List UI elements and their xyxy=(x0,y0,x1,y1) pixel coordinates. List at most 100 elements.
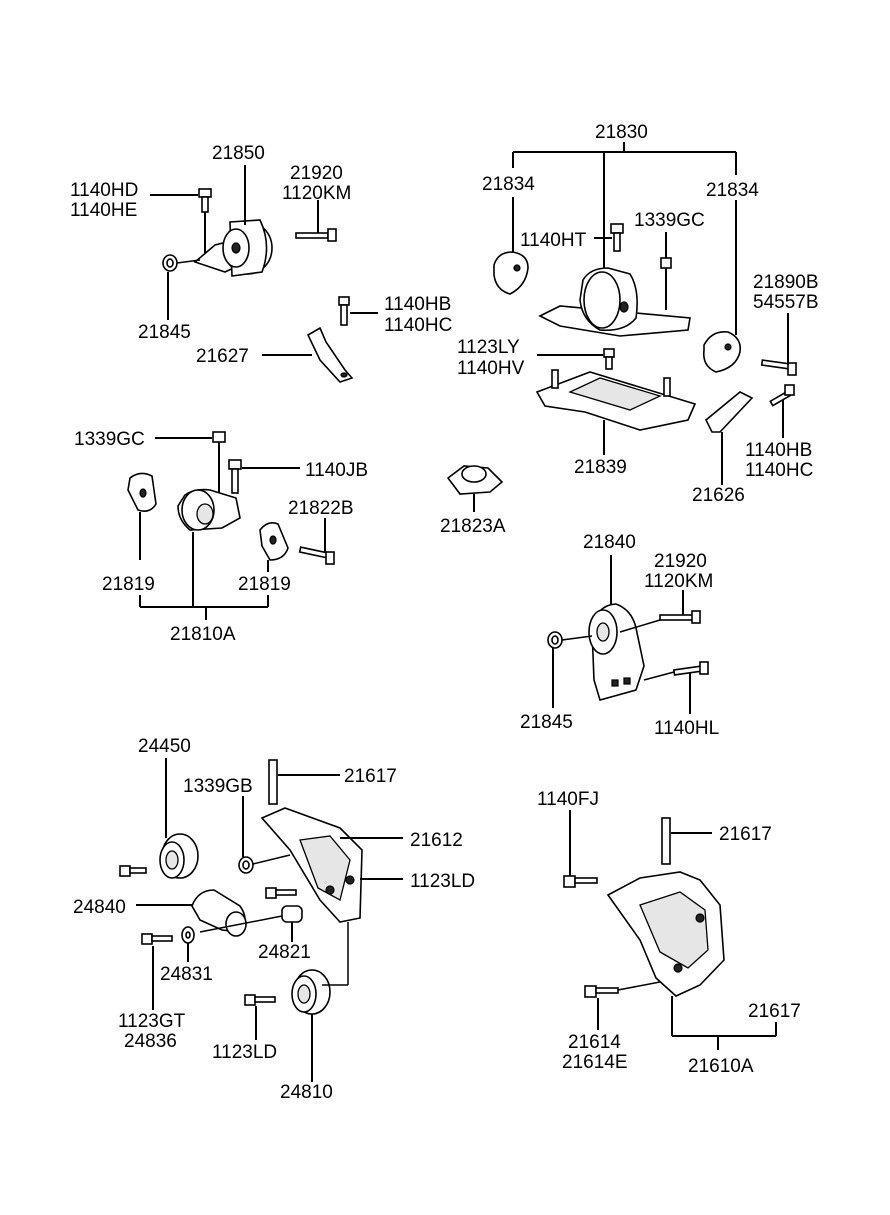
label-1123ld-a: 1123LD xyxy=(410,871,475,892)
label-1140hc-a: 1140HC xyxy=(384,315,452,336)
bolt-1140hl-icon xyxy=(672,661,709,676)
label-21627: 21627 xyxy=(196,346,249,367)
label-1140hd: 1140HD xyxy=(70,180,138,201)
label-1339gc-b: 1339GC xyxy=(74,429,145,450)
pad-21834-left-icon xyxy=(493,251,529,295)
label-21614: 21614 xyxy=(568,1032,621,1053)
label-1140hb-a: 1140HB xyxy=(384,294,451,315)
label-24840: 24840 xyxy=(73,897,126,918)
label-21810a: 21810A xyxy=(170,624,236,645)
label-21819-left: 21819 xyxy=(102,574,155,595)
label-21839: 21839 xyxy=(574,457,627,478)
label-21612: 21612 xyxy=(410,830,463,851)
tensioner-arm-24840-icon xyxy=(191,889,247,937)
tensioner-group xyxy=(119,758,403,1082)
label-1140fj: 1140FJ xyxy=(537,789,599,810)
label-21819-right: 21819 xyxy=(238,574,291,595)
label-21845-b: 21845 xyxy=(520,712,573,733)
label-1339gc-a: 1339GC xyxy=(634,210,705,231)
nut-21845-b-icon xyxy=(547,631,563,649)
label-1140hv: 1140HV xyxy=(457,358,525,379)
bolt-1140hd-icon xyxy=(198,188,212,213)
bolt-1140fj-icon xyxy=(563,875,598,888)
label-21614e: 21614E xyxy=(562,1052,628,1073)
label-1123ld-b: 1123LD xyxy=(212,1042,277,1063)
label-1140hl: 1140HL xyxy=(654,718,719,739)
stud-21617-a-icon xyxy=(268,759,278,805)
bracket-21612-icon xyxy=(260,807,363,923)
label-21890b: 21890B xyxy=(753,272,819,293)
bolt-21822b-icon xyxy=(298,546,335,565)
label-21840: 21840 xyxy=(583,532,636,553)
label-21626: 21626 xyxy=(692,485,745,506)
cap-21823a-group xyxy=(446,465,504,512)
engine-mount-21830-icon xyxy=(538,267,691,337)
bolt-small-icon xyxy=(119,865,147,877)
pulley-24810-icon xyxy=(291,969,331,1015)
label-21610a: 21610A xyxy=(688,1056,754,1077)
engine-mount-21850-icon xyxy=(193,219,273,277)
label-21845-a: 21845 xyxy=(138,322,191,343)
part-number-labels: 21850 1140HD 1140HE 21920 1120KM 21845 1… xyxy=(70,122,819,1103)
base-plate-21839-icon xyxy=(535,369,697,431)
label-24836: 24836 xyxy=(124,1031,177,1052)
label-24821: 24821 xyxy=(258,942,311,963)
engine-bracket-21610a-icon xyxy=(606,871,725,997)
label-24450: 24450 xyxy=(138,736,191,757)
bolt-1123ld-b-icon xyxy=(244,994,276,1006)
label-1120km-a: 1120KM xyxy=(282,183,351,204)
bracket-21627-icon xyxy=(306,326,354,383)
label-1120km-b: 1120KM xyxy=(644,571,713,592)
bolt-1123ld-a-icon xyxy=(265,887,297,899)
label-21823a: 21823A xyxy=(440,516,506,537)
label-1123ly: 1123LY xyxy=(457,337,520,358)
bracket-21610a-group xyxy=(563,810,777,1050)
label-1140jb: 1140JB xyxy=(305,460,368,481)
nut-21845-icon xyxy=(162,254,178,272)
nut-1339gc-b-icon xyxy=(212,431,226,443)
bolt-1140hb-b-icon xyxy=(769,384,795,407)
label-21920-a: 21920 xyxy=(290,163,343,184)
spacer-24821-icon xyxy=(281,905,303,923)
stud-21617-b-icon xyxy=(661,817,671,865)
label-24810: 24810 xyxy=(280,1082,333,1103)
label-1140ht: 1140HT xyxy=(520,230,587,251)
label-1339gb: 1339GB xyxy=(183,776,253,797)
label-21822b: 21822B xyxy=(288,498,354,519)
label-21830: 21830 xyxy=(595,122,648,143)
label-21617-a: 21617 xyxy=(344,766,397,787)
label-54557b: 54557B xyxy=(753,292,819,313)
label-1123gt: 1123GT xyxy=(118,1011,186,1032)
engine-mount-21810a-icon xyxy=(177,488,241,531)
bolt-21890b-icon xyxy=(760,359,797,376)
pad-21834-right-icon xyxy=(702,330,742,373)
label-1140he: 1140HE xyxy=(70,200,137,221)
label-21834-right: 21834 xyxy=(706,180,759,201)
pad-21819-right-icon xyxy=(259,522,289,561)
nut-1339gb-icon xyxy=(238,856,254,874)
label-21617-c: 21617 xyxy=(748,1001,801,1022)
label-21850: 21850 xyxy=(212,143,265,164)
bolt-1140ht-icon xyxy=(610,223,624,252)
label-1140hb-b: 1140HB xyxy=(745,440,812,461)
bolt-1123gt-icon xyxy=(141,933,173,945)
label-21834-left: 21834 xyxy=(482,174,535,195)
bolt-21920-b-icon xyxy=(659,610,701,624)
mount-21810a-group xyxy=(127,431,335,620)
bolt-1140jb-icon xyxy=(228,459,242,494)
bolt-1123ly-icon xyxy=(603,348,615,370)
bolt-1140hb-a-icon xyxy=(338,296,350,326)
engine-mount-21840-icon xyxy=(588,603,645,701)
label-21920-b: 21920 xyxy=(654,551,707,572)
label-24831: 24831 xyxy=(160,964,213,985)
pulley-24450-icon xyxy=(159,833,199,879)
mount-21850-group xyxy=(150,165,378,383)
bolt-21614-icon xyxy=(584,985,619,998)
bolt-21920-icon xyxy=(295,228,337,242)
mount-21830-group xyxy=(493,142,797,485)
nut-1339gc-a-icon xyxy=(660,257,672,269)
cap-21823a-icon xyxy=(446,465,504,495)
label-21617-b: 21617 xyxy=(719,824,772,845)
